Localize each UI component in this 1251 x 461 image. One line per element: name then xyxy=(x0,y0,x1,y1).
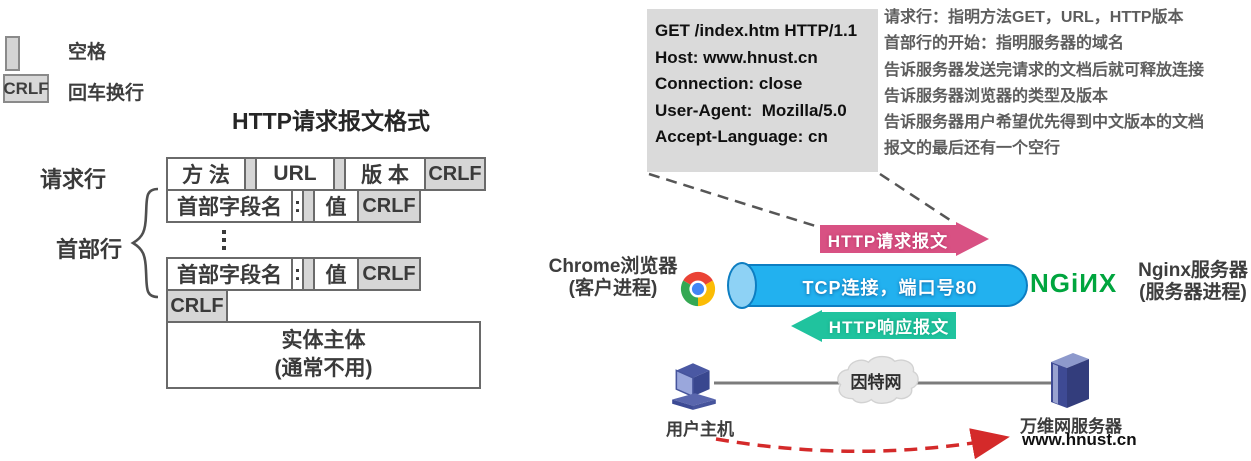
host-header-example: Host: www.hnust.cn xyxy=(655,47,818,67)
version-cell: 版 本 xyxy=(344,157,426,191)
crlf-cell: CRLF xyxy=(424,157,486,191)
http-request-arrow-label: HTTP请求报文 xyxy=(827,231,949,251)
entity-body-line2: (通常不用) xyxy=(274,357,373,380)
value-cell: 值 xyxy=(313,189,359,223)
field-name-cell: 首部字段名 xyxy=(166,189,293,223)
server-domain-label: www.hnust.cn xyxy=(1022,430,1137,449)
space-legend-swatch xyxy=(5,36,20,71)
request-line-label: 请求行 xyxy=(40,167,107,192)
header-line-row: 首部字段名 : 值 CRLF xyxy=(166,189,421,223)
client-label: Chrome浏览器 (客户进程) xyxy=(543,256,683,300)
url-cell: URL xyxy=(255,157,335,191)
field-name-cell: 首部字段名 xyxy=(166,257,293,291)
tcp-pipe xyxy=(742,264,1028,307)
entity-body-box: 实体主体 (通常不用) xyxy=(166,321,481,389)
header-line-row: 首部字段名 : 值 CRLF xyxy=(166,257,421,291)
http-request-arrow: HTTP请求报文 xyxy=(820,225,956,253)
ellipsis-dots xyxy=(222,230,226,250)
annotation-line: 首部行的开始：指明服务器的域名 xyxy=(884,35,1125,53)
http-response-arrow-label: HTTP响应报文 xyxy=(828,318,950,337)
callout-dash-left xyxy=(648,172,826,231)
crlf-cell: CRLF xyxy=(357,189,421,223)
annotation-line: 请求行：指明方法GET，URL，HTTP版本 xyxy=(884,9,1184,26)
red-dashed-request-arc xyxy=(715,428,1010,460)
user-host-label: 用户主机 xyxy=(666,420,734,439)
annotation-line: 报文的最后还有一个空行 xyxy=(884,140,1061,158)
annotation-line: 告诉服务器浏览器的类型及版本 xyxy=(884,87,1109,105)
header-lines-label: 首部行 xyxy=(56,237,123,262)
request-line-row: 方 法 URL 版 本 CRLF xyxy=(166,157,486,191)
nginx-logo: NGiИX xyxy=(1030,268,1118,298)
diagram-title: HTTP请求报文格式 xyxy=(231,108,431,134)
annotation-line: 告诉服务器用户希望优先得到中文版本的文档 xyxy=(884,114,1205,132)
server-process-label: Nginx服务器 (服务器进程) xyxy=(1135,260,1251,304)
chrome-icon xyxy=(679,270,717,308)
request-line-example: GET /index.htm HTTP/1.1 xyxy=(655,21,858,40)
http-response-arrow: HTTP响应报文 xyxy=(822,312,956,339)
internet-cloud: 因特网 xyxy=(828,352,924,408)
server-label-line2: (服务器进程) xyxy=(1139,282,1247,303)
connection-header-example: Connection: close xyxy=(655,74,803,93)
annotation-line: 告诉服务器发送完请求的文档后就可释放连接 xyxy=(884,61,1205,79)
callout-dash-right xyxy=(879,172,954,224)
curly-brace xyxy=(130,187,159,299)
crlf-legend-label: 回车换行 xyxy=(68,83,145,104)
cloud-icon xyxy=(837,355,919,404)
space-legend-label: 空格 xyxy=(68,42,107,63)
web-server-icon xyxy=(1051,353,1089,408)
value-cell: 值 xyxy=(313,257,359,291)
example-request-box: GET /index.htm HTTP/1.1 Host: www.hnust.… xyxy=(647,9,878,172)
crlf-cell: CRLF xyxy=(357,257,421,291)
crlf-cell: CRLF xyxy=(166,289,228,323)
annotation-column: 请求行：指明方法GET，URL，HTTP版本 首部行的开始：指明服务器的域名 告… xyxy=(884,5,1251,163)
entity-body-line1: 实体主体 xyxy=(281,328,366,352)
blank-line-row: CRLF xyxy=(166,289,228,323)
crlf-legend-swatch: CRLF xyxy=(3,74,49,103)
tcp-pipe-opening xyxy=(727,262,757,309)
server-label-line1: Nginx服务器 xyxy=(1138,260,1248,281)
tcp-pipe-label: TCP连接，端口号80 xyxy=(802,278,978,298)
web-server-label: 万维网服务器 xyxy=(1020,417,1122,436)
user-agent-header-example: User-Agent: Mozilla/5.0 xyxy=(655,100,847,120)
user-host-icon xyxy=(672,363,716,410)
client-label-line1: Chrome浏览器 xyxy=(548,256,678,277)
method-cell: 方 法 xyxy=(166,157,246,191)
internet-label: 因特网 xyxy=(850,372,902,392)
accept-language-header-example: Accept-Language: cn xyxy=(655,127,828,146)
client-label-line2: (客户进程) xyxy=(568,278,658,299)
